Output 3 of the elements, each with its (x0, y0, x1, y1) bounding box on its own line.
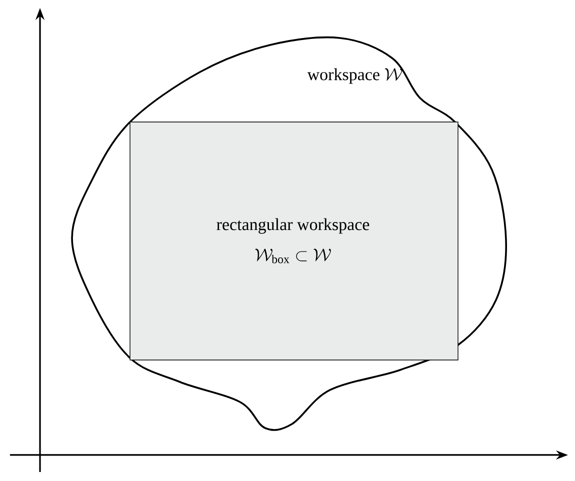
region-label: rectangular workspace (216, 218, 370, 234)
region-label: $\mathcal{W}_{\mathrm{box}} \subset \mathcal{W}$ (255, 248, 331, 264)
region-label: $\text{workspace } \mathcal{W}$ (307, 68, 402, 84)
